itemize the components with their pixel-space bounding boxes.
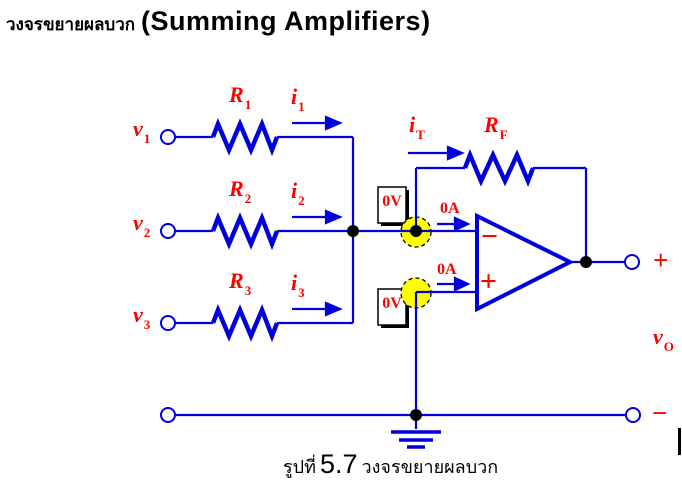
label-vo: vO [653,324,674,354]
arrow-i1-head [324,115,343,131]
terminal-output-plus [624,254,640,270]
resistors [210,117,536,343]
label-rf: RF [484,112,508,142]
wire-feedback [414,166,588,262]
junction-dots [347,225,592,421]
opamp-triangle [475,212,575,313]
caption-prefix: รูปที่ [283,457,316,477]
label-v1: v1 [133,116,151,146]
zero-volt-box-top [377,186,407,224]
terminal-v1 [160,129,176,145]
label-i1: i1 [291,84,305,114]
terminal-v3 [160,315,176,331]
page-title-thai: วงจรขยายผลบวก [6,15,136,34]
terminal-output-minus [625,407,641,423]
zero-amp-label-top: 0A [440,200,460,217]
opamp-inverting-sign: − [481,220,499,253]
arrow-it-head [446,145,465,161]
label-r1: R1 [229,82,252,112]
wires [175,135,626,429]
arrow-0a-top-head [453,216,471,232]
terminals [160,129,641,423]
zero-volt-label-top: 0V [382,193,402,210]
label-v2: v2 [133,210,151,240]
arrow-i2-head [324,209,343,225]
junction-output [580,256,592,268]
resistor-r2 [210,211,280,251]
terminal-bottom-left [160,407,176,423]
label-i2: i2 [291,178,305,208]
label-r3: R3 [229,268,252,298]
zero-volt-label-bottom: 0V [382,295,402,312]
terminal-v2 [160,223,176,239]
output-minus-sign: − [652,398,668,428]
junction-input-bus [347,225,359,237]
current-arrows [292,115,471,317]
label-it: iT [409,112,425,142]
zero-amp-label-bottom: 0A [437,261,457,278]
caption-suffix: วงจรขยายผลบวก [361,457,499,477]
opamp-noninverting-sign: + [480,265,498,298]
page-title-english: (Summing Amplifiers) [141,6,431,36]
arrow-i3-head [324,301,343,317]
arrow-0a-bottom-head [453,276,471,292]
label-v3: v3 [133,302,151,332]
page-title: วงจรขยายผลบวก (Summing Amplifiers) [6,6,431,38]
label-r2: R2 [229,176,252,206]
text-cursor-bar [678,428,681,455]
resistor-rf [462,148,536,188]
junction-ground [410,409,422,421]
junction-inverting-node [410,225,422,237]
output-plus-sign: + [653,245,669,275]
caption-number: 5.7 [319,449,358,479]
label-i3: i3 [291,270,305,300]
resistor-r1 [210,117,280,157]
ground-symbol [391,430,441,449]
resistor-r3 [210,303,280,343]
